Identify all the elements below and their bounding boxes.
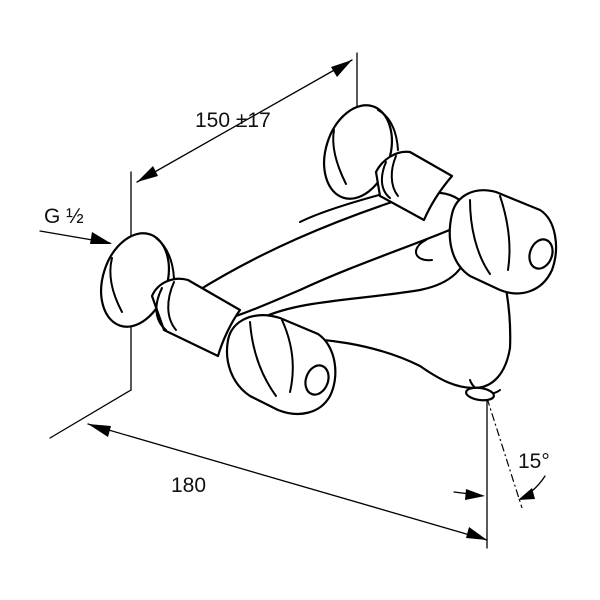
rear-valve bbox=[374, 150, 454, 222]
spout-angle-lines bbox=[486, 397, 546, 509]
thread-leader bbox=[39, 230, 112, 244]
rear-handle bbox=[448, 189, 558, 295]
dimension-150-label: 150 ±17 bbox=[195, 109, 271, 132]
front-wall-flange bbox=[100, 232, 175, 328]
dimension-180-label: 180 bbox=[171, 474, 207, 497]
thread-size-label: G ½ bbox=[44, 205, 84, 228]
front-handle bbox=[225, 314, 337, 416]
dimension-180-lines bbox=[49, 389, 488, 549]
front-valve bbox=[150, 277, 242, 358]
spout-angle-label: 15° bbox=[518, 450, 550, 473]
